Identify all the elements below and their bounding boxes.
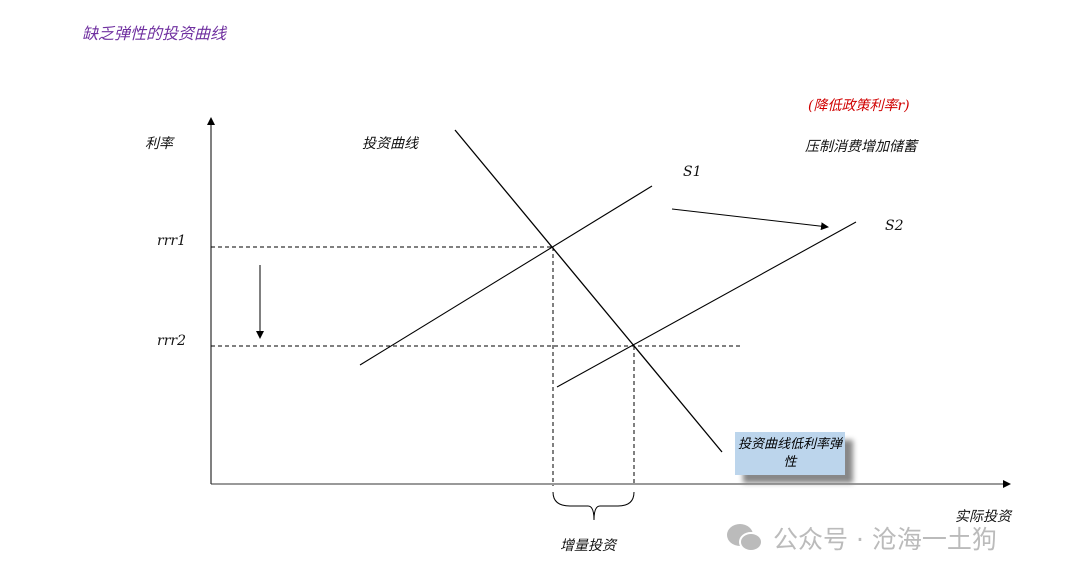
watermark: 公众号 · 沧海一土狗 xyxy=(725,520,997,556)
investment-curve-label: 投资曲线 xyxy=(362,136,418,152)
s2-curve xyxy=(556,221,857,388)
guide-lines xyxy=(211,246,740,486)
s2-label: S2 xyxy=(885,218,904,234)
y-axis-label: 利率 xyxy=(145,136,173,152)
rrr2-label: rrr2 xyxy=(157,333,186,349)
s1-label: S1 xyxy=(683,164,702,180)
x-axis-label: 实际投资 xyxy=(955,509,1011,525)
callout-box: 投资曲线低利率弹性 xyxy=(735,432,845,475)
increment-label: 增量投资 xyxy=(560,538,616,554)
increment-brace xyxy=(552,491,635,521)
suppress-note: 压制消费增加储蓄 xyxy=(805,139,917,155)
shift-arrow xyxy=(671,208,829,231)
policy-note: (降低政策利率r) xyxy=(808,98,910,114)
watermark-text: 公众号 · 沧海一土狗 xyxy=(773,525,997,554)
wechat-icon xyxy=(727,524,763,552)
page-title: 缺乏弹性的投资曲线 xyxy=(82,24,227,43)
s1-curve xyxy=(359,185,653,366)
rrr1-label: rrr1 xyxy=(157,233,186,249)
investment-curve xyxy=(454,129,723,453)
